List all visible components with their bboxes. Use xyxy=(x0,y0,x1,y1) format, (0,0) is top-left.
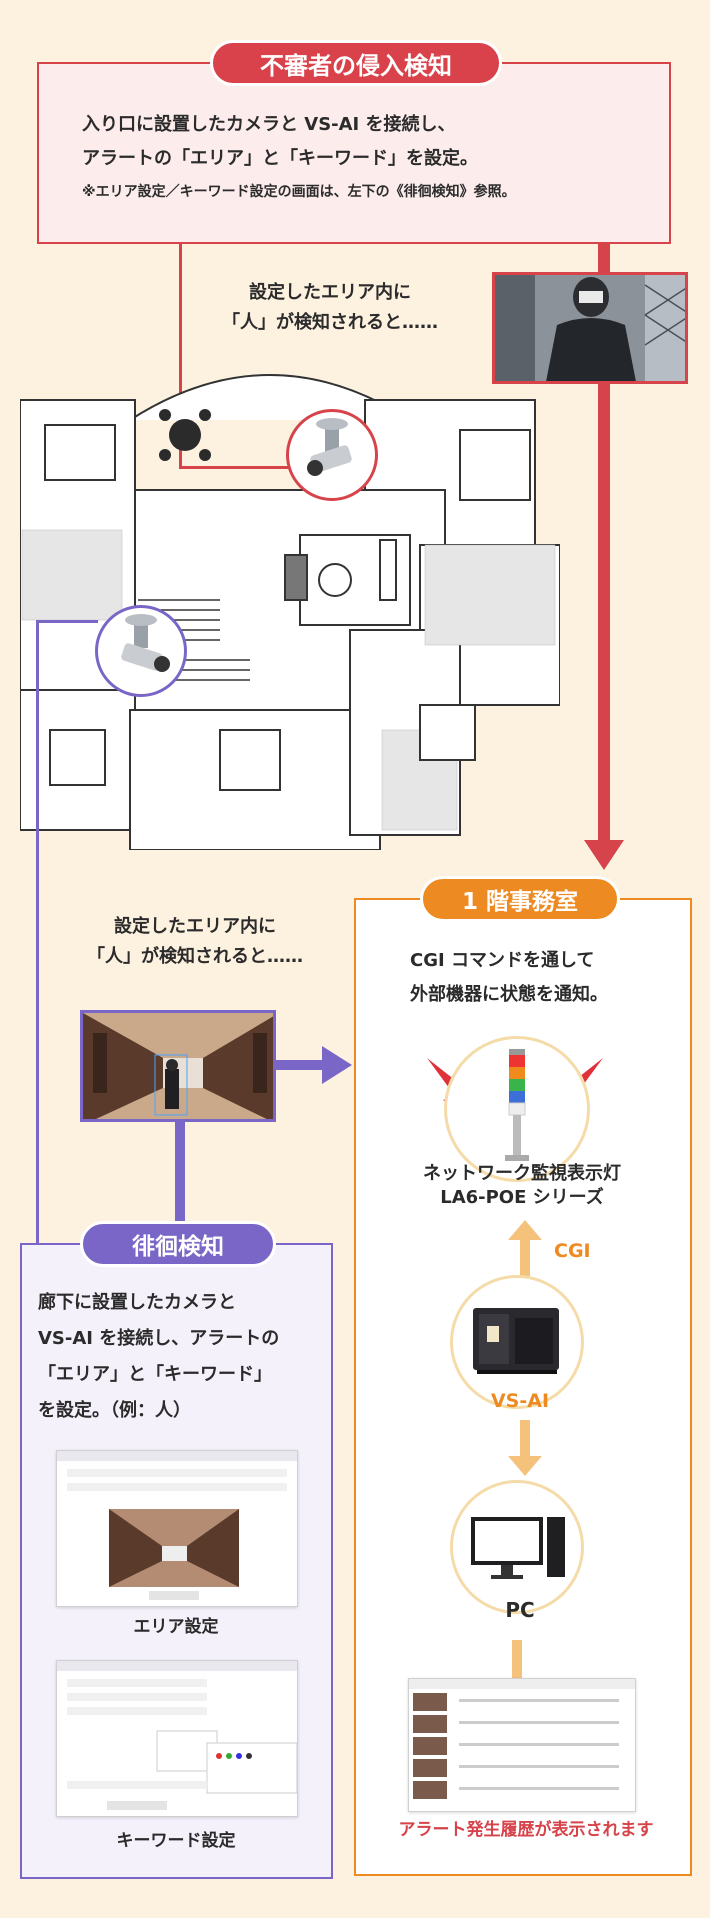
loitering-line-1: 廊下に設置したカメラと xyxy=(38,1292,236,1313)
intrusion-note: ※エリア設定／キーワード設定の画面は、左下の《徘徊検知》参照。 xyxy=(82,184,516,200)
connector-line xyxy=(512,1640,522,1680)
keyword-settings-label: キーワード設定 xyxy=(116,1831,236,1851)
loitering-caption-1: 設定したエリア内に xyxy=(114,916,276,937)
loitering-line-2: VS-AI を接続し、アラートの xyxy=(38,1328,280,1349)
intrusion-title: 不審者の侵入検知 xyxy=(210,40,502,86)
pc-circle xyxy=(450,1480,584,1614)
keyword-settings-screenshot xyxy=(56,1660,298,1817)
alert-arrow-head xyxy=(584,840,624,870)
arrow-head xyxy=(322,1046,352,1084)
signal-lamp-label-1: ネットワーク監視表示灯 xyxy=(423,1163,621,1184)
intrusion-camera-icon xyxy=(286,409,378,501)
loitering-line-3: 「エリア」と「キーワード」 xyxy=(38,1364,272,1385)
office-title: 1 階事務室 xyxy=(420,876,620,922)
vsai-circle xyxy=(450,1275,584,1409)
area-settings-label: エリア設定 xyxy=(133,1617,219,1637)
pc-icon xyxy=(471,1517,565,1579)
office-description: CGI コマンドを通して 外部機器に状態を通知。 xyxy=(410,944,680,1012)
intrusion-caption-2: 「人」が検知されると…… xyxy=(222,312,438,333)
loitering-caption: 設定したエリア内に 「人」が検知されると…… xyxy=(50,912,340,972)
connector-line xyxy=(36,620,98,623)
signal-lamp-label: ネットワーク監視表示灯 LA6-POE シリーズ xyxy=(392,1162,652,1210)
vsai-device-icon xyxy=(473,1308,559,1374)
loitering-description: 廊下に設置したカメラと VS-AI を接続し、アラートの 「エリア」と「キーワー… xyxy=(38,1285,328,1429)
cgi-arrow xyxy=(508,1220,542,1276)
area-settings-screenshot xyxy=(56,1450,298,1607)
connector-line xyxy=(175,1122,185,1244)
pc-label: PC xyxy=(505,1598,535,1622)
loitering-camera-icon xyxy=(95,605,187,697)
cgi-label: CGI xyxy=(554,1240,591,1262)
signal-lamp-label-2: LA6-POE シリーズ xyxy=(440,1187,604,1208)
loitering-title: 徘徊検知 xyxy=(80,1221,276,1267)
connector-line xyxy=(179,244,182,469)
connector-line xyxy=(179,466,299,469)
intrusion-caption-1: 設定したエリア内に xyxy=(249,282,411,303)
intrusion-panel xyxy=(37,62,671,244)
intrusion-description: 入り口に設置したカメラと VS-AI を接続し、 アラートの「エリア」と「キーワ… xyxy=(82,108,662,176)
loitering-line-4: を設定。（例：人） xyxy=(38,1400,191,1421)
signal-lamp-circle xyxy=(444,1036,590,1182)
alert-history-label: アラート発生履歴が表示されます xyxy=(398,1820,654,1840)
loitering-caption-2: 「人」が検知されると…… xyxy=(87,946,303,967)
signal-tower-icon xyxy=(505,1049,529,1161)
arrow-shaft xyxy=(276,1060,324,1070)
alert-history-screenshot xyxy=(408,1678,636,1812)
lightning-icon xyxy=(427,1058,603,1126)
loitering-photo xyxy=(80,1010,276,1122)
alert-arrow-line xyxy=(598,244,610,844)
office-line-1: CGI コマンドを通して xyxy=(410,950,595,971)
office-line-2: 外部機器に状態を通知。 xyxy=(410,984,608,1005)
intruder-photo xyxy=(492,272,688,384)
floor-plan xyxy=(20,374,560,850)
intrusion-caption: 設定したエリア内に 「人」が検知されると…… xyxy=(190,278,470,338)
vsai-label: VS-AI xyxy=(490,1390,550,1412)
intrusion-line-1: 入り口に設置したカメラと VS-AI を接続し、 xyxy=(82,114,456,135)
connector-line xyxy=(36,620,39,1245)
intrusion-line-2: アラートの「エリア」と「キーワード」を設定。 xyxy=(82,148,478,169)
vsai-pc-arrow xyxy=(508,1420,542,1476)
